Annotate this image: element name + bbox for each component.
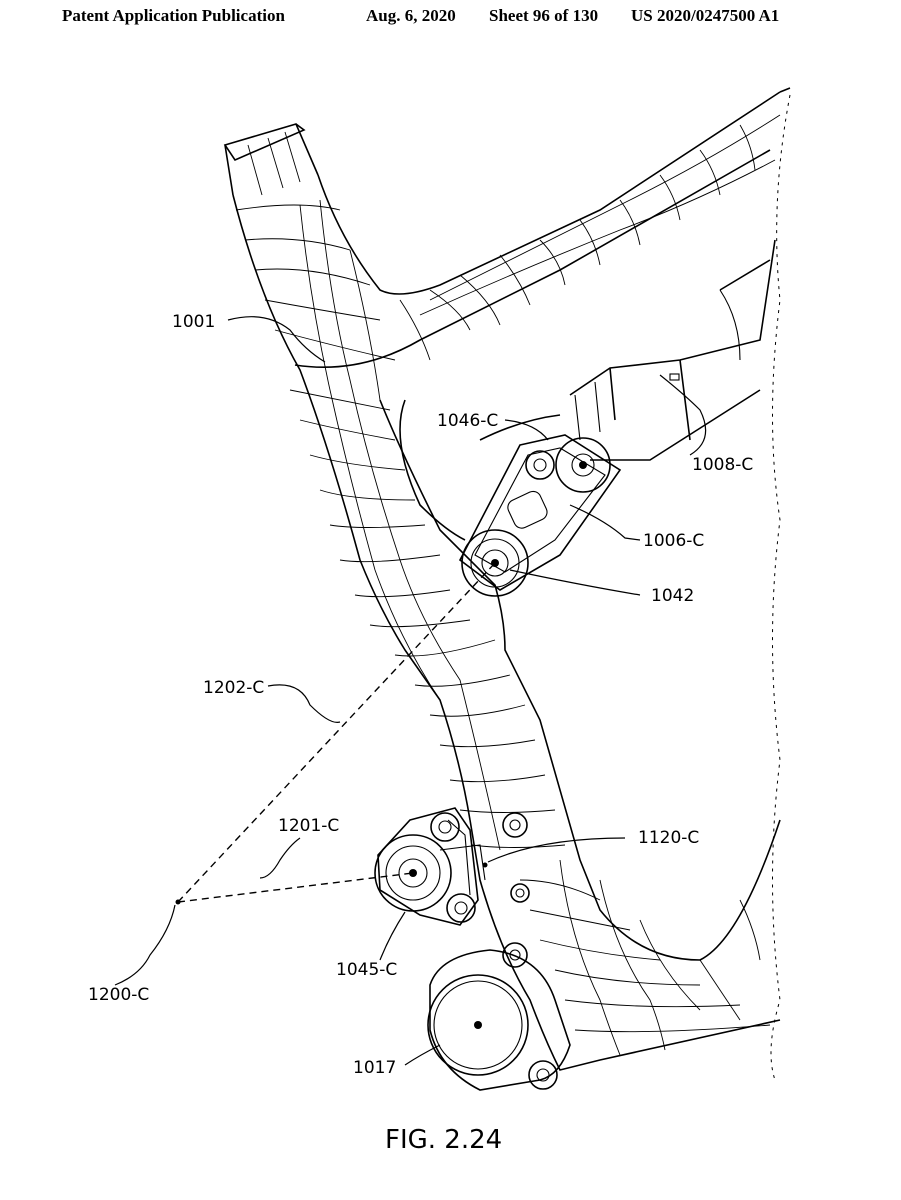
reference-labels: 1001 1008-C 1046-C 1006-C 1042 1202-C 12… bbox=[88, 312, 753, 1078]
publication-date: Aug. 6, 2020 bbox=[366, 6, 456, 25]
label-1017: 1017 bbox=[353, 1058, 396, 1078]
label-1201-c: 1201-C bbox=[278, 816, 339, 836]
bike-frame bbox=[223, 87, 791, 1081]
bottom-bracket bbox=[427, 949, 571, 1091]
lower-link bbox=[374, 807, 530, 968]
sheet-number: Sheet 96 of 130 bbox=[489, 6, 599, 25]
label-1120-c: 1120-C bbox=[638, 828, 699, 848]
label-1045-c: 1045-C bbox=[336, 960, 397, 980]
frame-mesh bbox=[235, 114, 781, 1056]
label-1006-c: 1006-C bbox=[643, 531, 704, 551]
label-1008-c: 1008-C bbox=[692, 455, 753, 475]
label-1202-c: 1202-C bbox=[203, 678, 264, 698]
patent-number: US 2020/0247500 A1 bbox=[631, 6, 780, 25]
figure-caption: FIG. 2.24 bbox=[385, 1125, 502, 1155]
leader-lines bbox=[114, 316, 707, 1066]
construction-lines bbox=[175, 562, 496, 905]
shock-absorber bbox=[555, 289, 741, 493]
label-1200-c: 1200-C bbox=[88, 985, 149, 1005]
rocker-link bbox=[458, 434, 622, 597]
label-1001: 1001 bbox=[172, 312, 215, 332]
label-1046-c: 1046-C bbox=[437, 411, 498, 431]
page-header: Patent Application Publication Aug. 6, 2… bbox=[0, 6, 901, 30]
publication-title: Patent Application Publication bbox=[62, 6, 285, 25]
label-1042: 1042 bbox=[651, 586, 694, 606]
